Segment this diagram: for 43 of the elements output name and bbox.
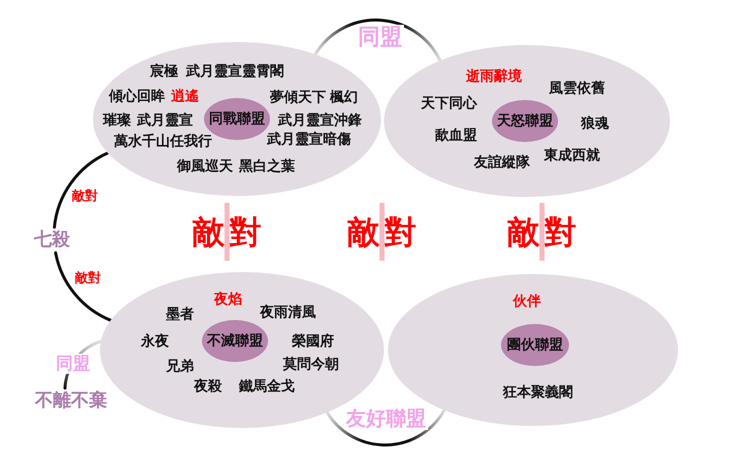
name-label: 兄弟 xyxy=(166,358,194,376)
name-label: 莫問今朝 xyxy=(283,356,339,374)
name-label: 鐵馬金戈 xyxy=(239,378,295,396)
name-label: 歃血盟 xyxy=(435,128,477,144)
name-label: 武月靈宣暗傷 xyxy=(267,132,351,148)
name-label: 御風巡天 xyxy=(177,158,233,176)
name-label: 風雲依舊 xyxy=(549,80,605,98)
name-label: 武月靈宣 xyxy=(137,112,193,130)
edge-label: 敵對 xyxy=(70,189,100,205)
arc-line xyxy=(314,18,442,62)
edge-label: 敵對 xyxy=(73,271,103,287)
name-label: 夜雨清風 xyxy=(260,304,316,322)
name-label: 夢傾天下 xyxy=(270,90,326,106)
name-label: 楓幻 xyxy=(330,90,358,106)
center-ellipse: 天怒聯盟 xyxy=(492,100,558,142)
name-label: 友誼縱隊 xyxy=(474,154,530,172)
name-label: 墨者 xyxy=(166,306,194,324)
name-label: 宸極 xyxy=(150,64,178,80)
name-label: 不離不棄 xyxy=(35,390,107,412)
center-ellipse: 團伙聯盟 xyxy=(501,324,569,366)
arc-line xyxy=(52,152,110,229)
name-label: 傾心回眸 xyxy=(109,88,165,106)
name-label: 夜焰 xyxy=(214,292,242,308)
edge-label: 同盟 xyxy=(54,354,92,374)
name-label: 東成西就 xyxy=(544,148,600,164)
name-label: 榮國府 xyxy=(292,334,334,350)
arc-line xyxy=(326,408,446,446)
name-label: 永夜 xyxy=(141,334,169,350)
name-label: 狼魂 xyxy=(581,116,609,132)
edge-label: 友好聯盟 xyxy=(344,406,428,430)
name-label: 伙伴 xyxy=(513,294,541,310)
name-label: 天下同心 xyxy=(421,96,477,112)
name-label: 武月靈宣沖鋒 xyxy=(278,112,362,130)
name-label: 逝雨辭境 xyxy=(466,68,522,86)
name-label: 璀璨 xyxy=(103,112,131,130)
name-label: 狂本聚義閣 xyxy=(503,384,573,402)
center-ellipse: 不滅聯盟 xyxy=(202,320,268,362)
name-label: 七殺 xyxy=(34,229,70,251)
name-label: 夜殺 xyxy=(194,378,222,396)
arc-line xyxy=(54,251,112,322)
name-label: 武月靈宣靈霄閣 xyxy=(186,64,284,80)
name-label: 黑白之葉 xyxy=(239,158,295,176)
name-label: 逍遙 xyxy=(171,88,199,106)
